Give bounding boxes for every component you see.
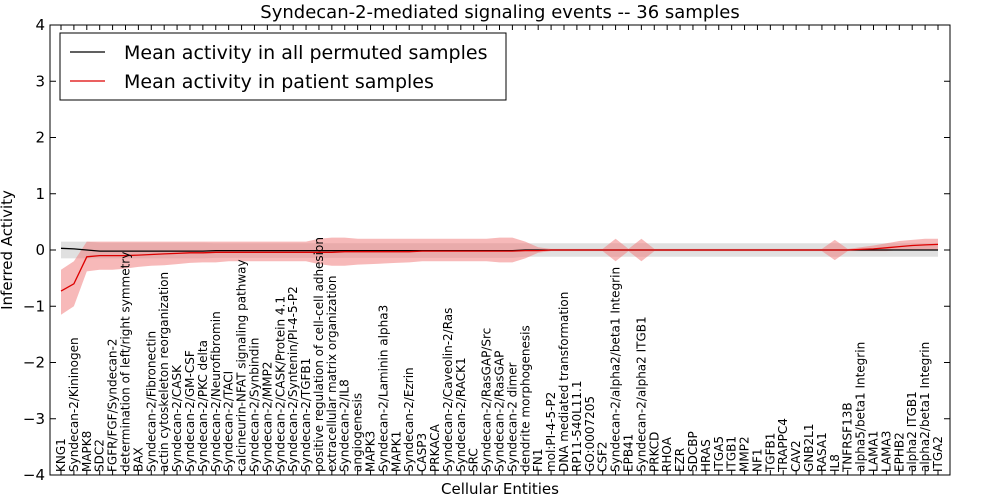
x-category-label: Syndecan-2/CASK — [170, 364, 184, 472]
x-category-label: calcineurin-NFAT signaling pathway — [235, 259, 249, 472]
x-category-label: CASP3 — [415, 433, 429, 472]
x-category-label: dendrite morphogenesis — [518, 325, 532, 472]
x-category-label: Syndecan-2/alpha2 ITGB1 — [634, 316, 648, 472]
series-1-line — [60, 243, 939, 292]
y-axis-label: Inferred Activity — [0, 190, 16, 310]
x-category-label: TGFB1 — [763, 433, 777, 473]
x-category-label: ITGB1 — [725, 436, 739, 472]
x-category-label: GO:0007205 — [583, 396, 597, 472]
y-tick-label: −4 — [23, 466, 45, 484]
chart-title: Syndecan-2-mediated signaling events -- … — [260, 2, 739, 23]
plot-area: −4−3−2−101234KNG1Syndecan-2/KininogenMAP… — [23, 16, 951, 484]
x-category-label: angiogenesis — [351, 393, 365, 472]
x-category-label: EPHB2 — [892, 432, 906, 472]
x-category-label: Syndecan-2/PKC delta — [196, 340, 210, 472]
x-category-label: PRKCD — [647, 432, 661, 472]
x-category-label: Syndecan-2 dimer — [505, 362, 519, 472]
x-category-label: mol:PI-4-5-P2 — [544, 392, 558, 472]
y-tick-label: 0 — [35, 241, 45, 259]
x-category-label: Syndecan-2/RasGAP/Src — [480, 328, 494, 472]
x-category-label: Syndecan-2/TGFB1 — [299, 358, 313, 472]
x-category-label: NF1 — [750, 448, 764, 472]
x-axis-label: Cellular Entities — [441, 480, 559, 498]
x-category-label: ITGA5 — [712, 436, 726, 472]
x-category-label: SDC2 — [93, 439, 107, 472]
x-category-label: PRKACA — [428, 423, 442, 472]
x-category-label: IL8 — [828, 454, 842, 472]
y-tick-label: −2 — [23, 354, 45, 372]
x-category-label: Syndecan-2/Syntenin/PI-4-5-P2 — [286, 286, 300, 472]
y-tick-label: 3 — [35, 72, 45, 90]
x-category-label: determination of left/right symmetry — [119, 252, 133, 472]
x-category-label: MAPK3 — [364, 431, 378, 472]
y-tick-label: 1 — [35, 185, 45, 203]
x-category-label: actin cytoskeleton reorganization — [157, 272, 171, 472]
x-category-label: Syndecan-2/alpha2/beta1 Integrin — [609, 267, 623, 472]
x-category-label: Syndecan-2/Synbindin — [248, 338, 262, 472]
x-category-label: alpha5/beta1 Integrin — [854, 342, 868, 472]
x-category-label: FGFR/FGF/Syndecan-2 — [106, 339, 120, 472]
x-category-label: CAV2 — [789, 440, 803, 472]
x-category-label: Syndecan-2/GM-CSF — [183, 350, 197, 472]
x-category-label: Syndecan-2/TACI — [222, 371, 236, 472]
x-category-label: alpha2/beta1 Integrin — [918, 342, 932, 472]
x-category-label: HRAS — [699, 439, 713, 472]
x-category-label: MAPK8 — [80, 431, 94, 472]
legend-entry-0: Mean activity in all permuted samples — [124, 42, 487, 64]
x-category-label: EZR — [673, 448, 687, 472]
x-category-label: Syndecan-2/Fibronectin — [144, 331, 158, 472]
x-category-label: DNA mediated transformation — [557, 292, 571, 472]
series-1-band — [61, 237, 938, 315]
x-category-label: LAMA3 — [879, 431, 893, 472]
x-category-label: KNG1 — [54, 438, 68, 472]
x-category-label: MAPK1 — [389, 431, 403, 472]
x-category-label: EPB41 — [622, 434, 636, 472]
x-category-label: Syndecan-2/RACK1 — [454, 357, 468, 472]
x-category-label: Syndecan-2/Neurofibromin — [209, 311, 223, 472]
x-category-label: Syndecan-2/Kininogen — [67, 337, 81, 472]
x-category-label: BAX — [131, 447, 145, 472]
x-category-label: extracellular matrix organization — [325, 276, 339, 473]
y-tick-label: −1 — [23, 297, 45, 315]
legend: Mean activity in all permuted samplesMea… — [59, 32, 507, 101]
x-category-label: Syndecan-2/RasGAP — [493, 351, 507, 472]
x-category-label: FN1 — [531, 448, 545, 472]
x-category-label: MMP2 — [738, 436, 752, 472]
x-category-label: Syndecan-2/MMP2 — [260, 362, 274, 472]
x-category-label: SDCBP — [686, 431, 700, 472]
x-category-label: positive regulation of cell-cell adhesio… — [312, 237, 326, 472]
x-category-label: Syndecan-2/CASK/Protein 4.1 — [273, 296, 287, 472]
x-category-label: RP11-540L11.1 — [570, 381, 584, 472]
x-category-label: LAMA1 — [867, 431, 881, 472]
x-category-label: TNFRSF13B — [841, 402, 855, 473]
y-tick-label: −3 — [23, 410, 45, 428]
x-category-label: Syndecan-2/Caveolin-2/Ras — [441, 308, 455, 472]
x-category-label: GNB2L1 — [802, 424, 816, 472]
x-category-label: RHOA — [660, 436, 674, 472]
x-category-label: Syndecan-2/Ezrin — [402, 367, 416, 472]
x-category-label: alpha2 ITGB1 — [905, 391, 919, 472]
x-category-label: RASA1 — [815, 432, 829, 472]
x-category-label: ITGA2 — [931, 436, 945, 472]
x-category-label: Syndecan-2/Laminin alpha3 — [376, 305, 390, 472]
legend-box — [59, 32, 507, 101]
x-category-label: TRAPPC4 — [776, 418, 790, 473]
x-category-label: Syndecan-2/IL8 — [338, 379, 352, 472]
y-tick-label: 2 — [35, 129, 45, 147]
x-category-label: SRC — [467, 448, 481, 472]
legend-entry-1: Mean activity in patient samples — [124, 71, 434, 93]
y-tick-label: 4 — [35, 16, 45, 34]
x-category-label: CSF2 — [596, 441, 610, 472]
